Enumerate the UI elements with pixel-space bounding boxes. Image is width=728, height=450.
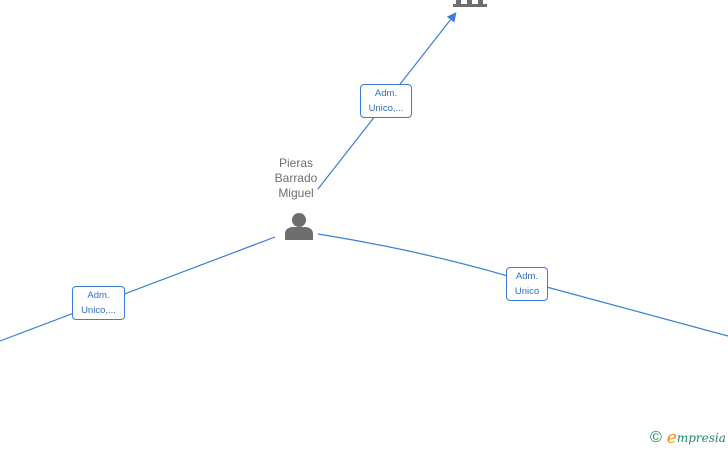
brand-e: e — [666, 428, 677, 448]
edge-label-left-line1: Adm. — [87, 290, 110, 301]
edge-label-top[interactable]: Adm. Unico,... — [360, 84, 412, 118]
person-icon[interactable] — [284, 212, 314, 240]
person-name[interactable]: Pieras Barrado Miguel — [261, 156, 331, 201]
edge-label-right-line1: Adm. — [515, 271, 539, 282]
person-name-line3: Miguel — [278, 186, 314, 200]
empresia-watermark: © e mpresia — [650, 428, 726, 448]
brand-rest: mpresia — [676, 431, 726, 445]
building-icon[interactable] — [453, 0, 489, 8]
edge-label-right[interactable]: Adm. Unico — [506, 267, 548, 301]
person-name-line1: Pieras — [278, 156, 313, 170]
edge-label-left[interactable]: Adm. Unico,... — [72, 286, 125, 320]
edge-label-right-line2: Unico — [514, 286, 540, 297]
edge-label-top-line1: Adm. — [374, 88, 398, 99]
edge-person-to-left — [0, 236, 276, 342]
edge-label-top-line2: Unico,... — [368, 103, 404, 114]
copyright-icon: © — [650, 429, 662, 446]
edge-label-left-line2: Unico,... — [81, 305, 116, 316]
person-name-line2: Barrado — [274, 171, 318, 185]
